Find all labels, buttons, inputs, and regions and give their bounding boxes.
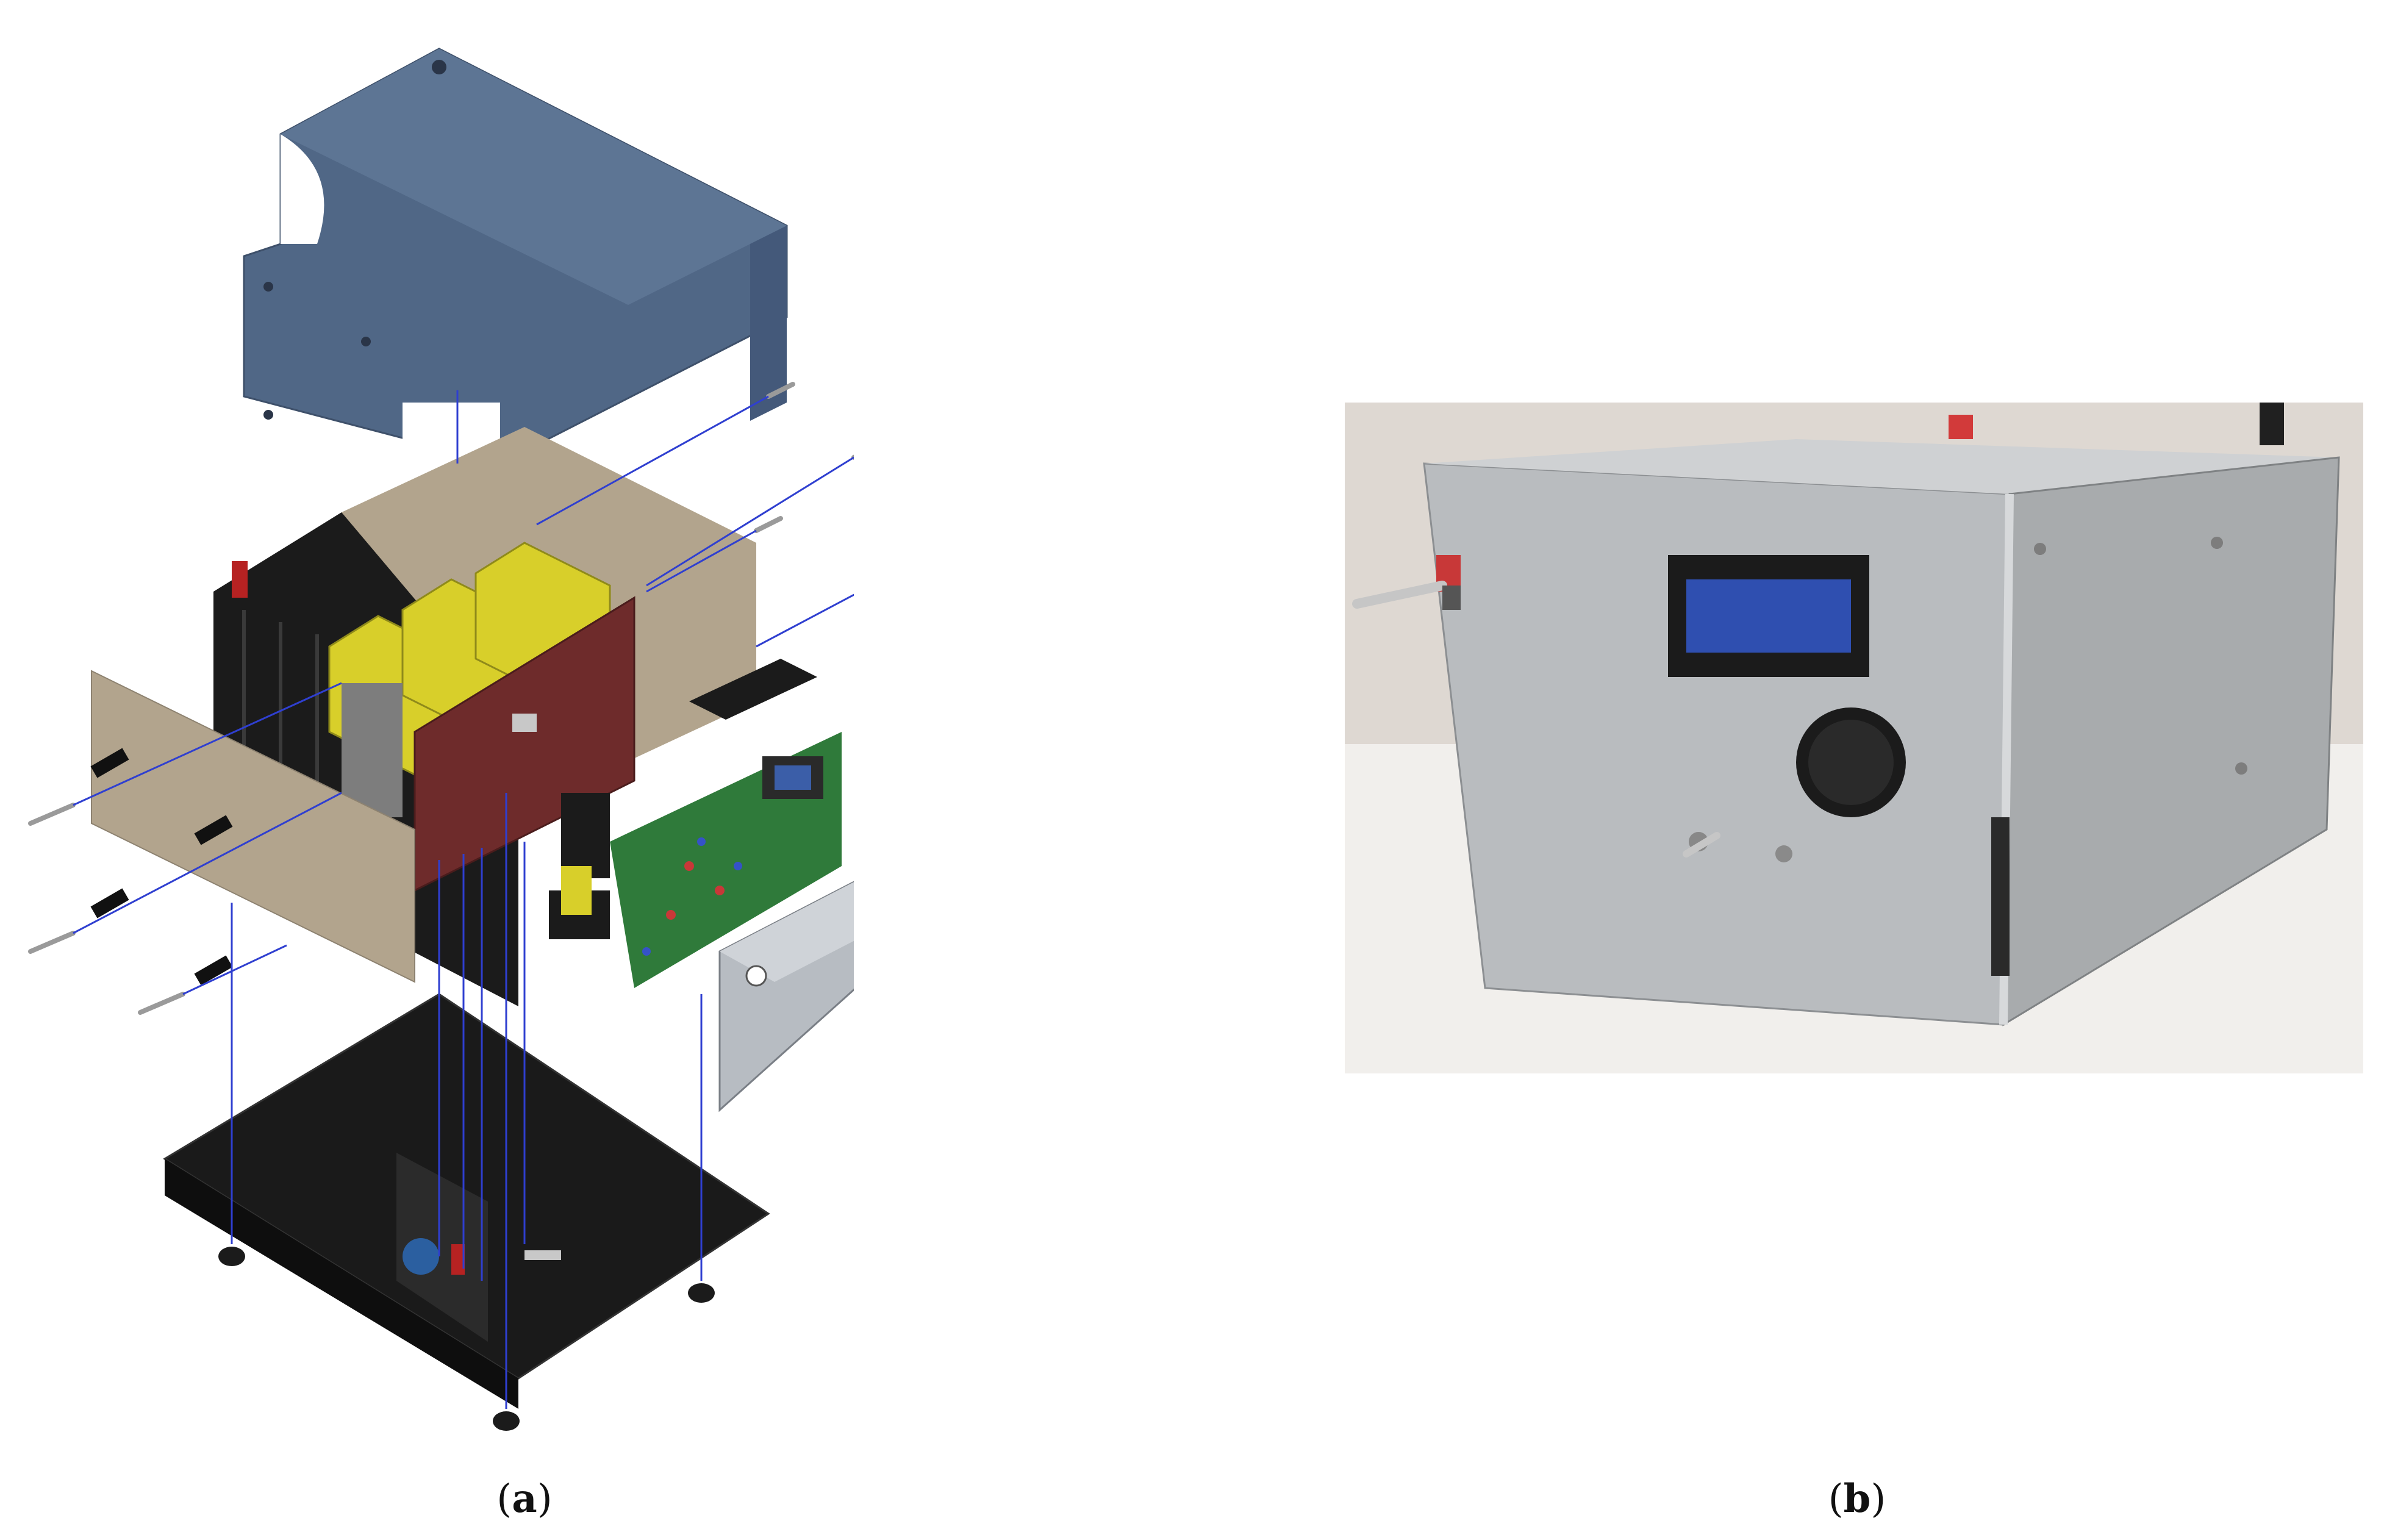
base-tray [163,993,770,1409]
rotary-knob [1796,707,1906,817]
toggle-switch [1683,832,1792,862]
lcd-display [1668,555,1869,677]
fasteners [28,382,854,1015]
caption-a: (a) [496,1476,553,1522]
caption-b: (b) [1828,1476,1886,1522]
side-screws [2034,537,2247,775]
side-connector [1991,817,2010,976]
red-cap [1949,415,1973,439]
assembly-lines [73,390,854,1409]
exploded-assembly-render [28,48,854,1431]
black-post [2260,403,2284,445]
front-panel [718,881,854,1112]
assembled-device-photo [1345,403,2363,1073]
side-lever [1352,555,1461,610]
rubber-feet [218,1247,715,1431]
top-cover [243,48,788,525]
left-side-panel [91,670,415,983]
control-pcb [549,659,842,988]
